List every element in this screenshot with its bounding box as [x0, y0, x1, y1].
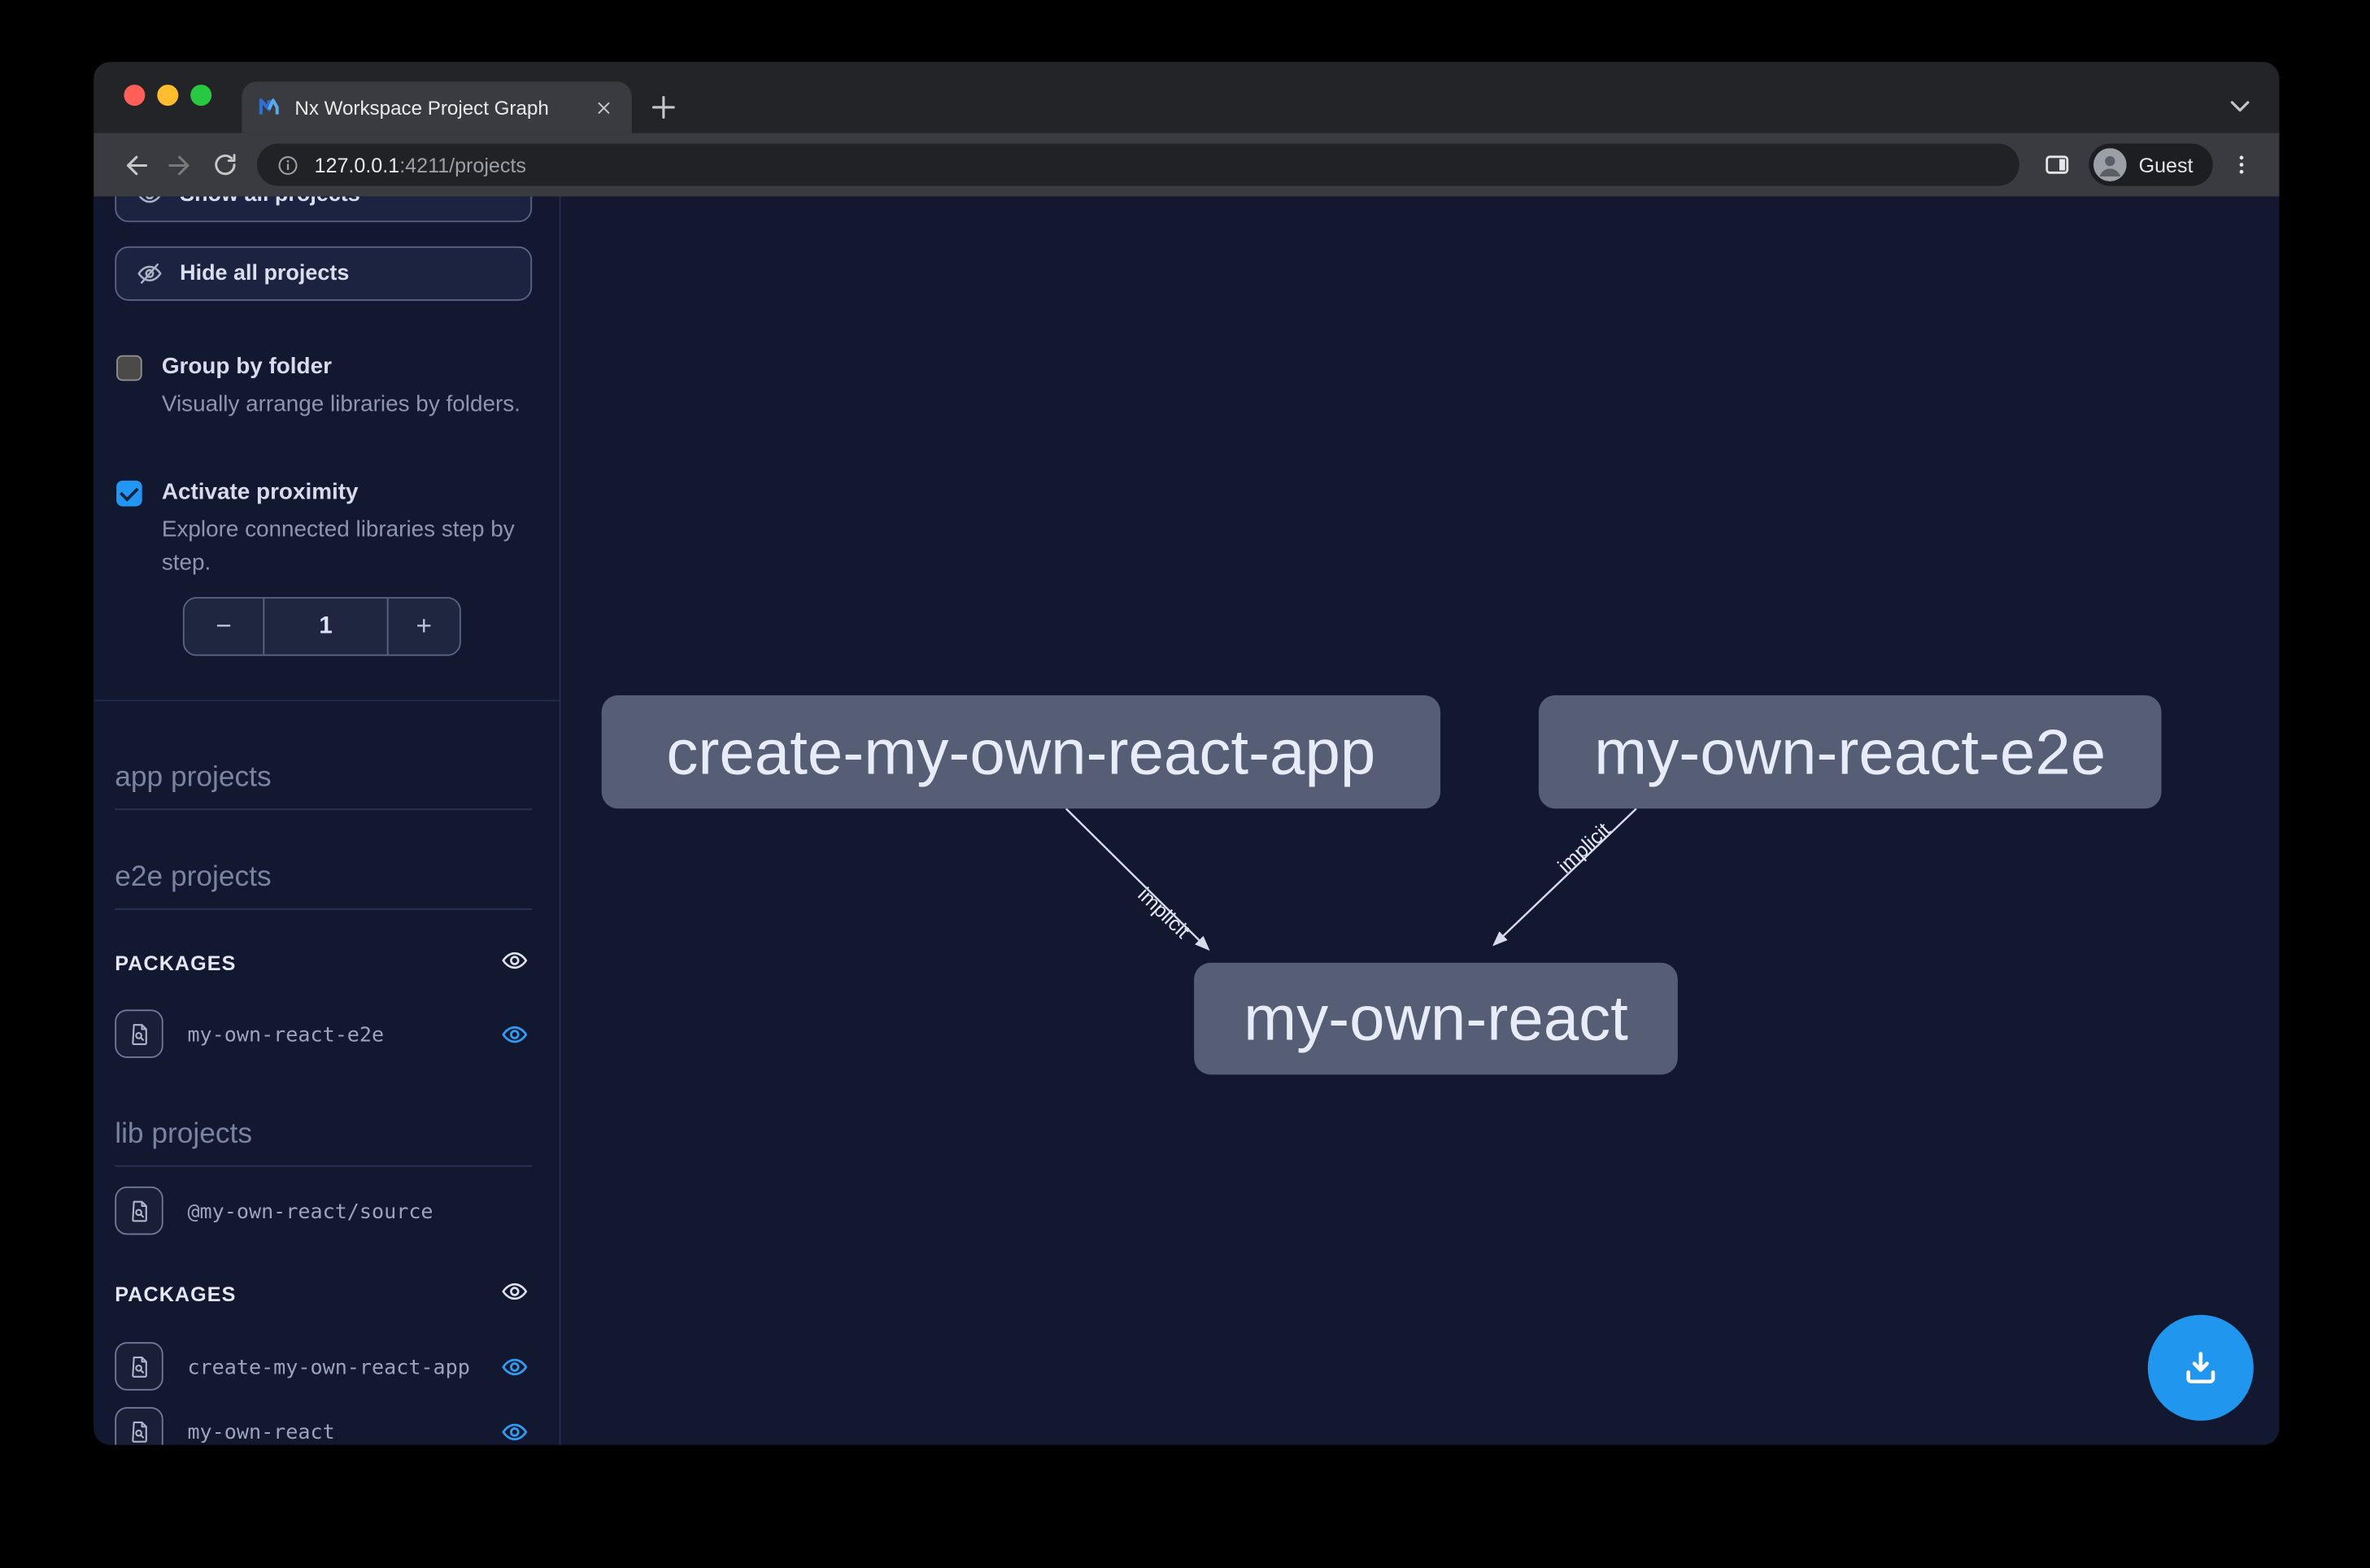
project-focus-button[interactable] [115, 1186, 163, 1235]
activate-proximity-checkbox[interactable] [116, 480, 142, 507]
menu-kebab-icon[interactable] [2222, 145, 2261, 184]
browser-toolbar: 127.0.0.1:4211/projects Guest [94, 133, 2280, 197]
side-panel-icon[interactable] [2034, 142, 2080, 188]
sidebar-divider [94, 699, 560, 702]
hide-all-projects-label: Hide all projects [180, 261, 350, 286]
tab-close-icon[interactable] [590, 94, 616, 120]
group-by-folder-label: Group by folder [161, 353, 332, 380]
packages-lib-visibility-toggle[interactable] [500, 1277, 529, 1305]
project-graph-canvas[interactable]: implicit implicit create-my-own-react-ap… [560, 197, 2279, 1445]
edge-implicit [1492, 808, 1637, 947]
new-tab-button[interactable] [648, 92, 678, 122]
nx-logo-icon [259, 98, 279, 115]
download-image-button[interactable] [2147, 1314, 2254, 1421]
traffic-lights [124, 85, 212, 107]
eye-icon [502, 952, 528, 969]
project-visibility-toggle[interactable] [500, 1020, 529, 1048]
file-search-icon [131, 1023, 146, 1045]
reload-button[interactable] [203, 142, 248, 188]
project-name[interactable]: create-my-own-react-app [187, 1355, 470, 1380]
profile-label: Guest [2138, 153, 2194, 176]
activate-proximity-description: Explore connected libraries step by step… [161, 516, 515, 577]
graph-node[interactable]: create-my-own-react-app [601, 695, 1441, 809]
proximity-stepper: − 1 + [182, 597, 461, 656]
show-all-projects-label: Show all projects [180, 197, 360, 207]
proximity-decrement-button[interactable]: − [185, 598, 265, 655]
window-close-button[interactable] [124, 85, 146, 107]
proximity-value[interactable]: 1 [319, 612, 333, 639]
project-name[interactable]: my-own-react [187, 1420, 335, 1445]
forward-button[interactable] [157, 142, 203, 188]
project-focus-button[interactable] [115, 1407, 163, 1445]
hide-all-projects-button[interactable]: Hide all projects [115, 246, 533, 301]
chevron-down-icon[interactable] [2226, 92, 2253, 119]
project-name[interactable]: @my-own-react/source [187, 1200, 433, 1225]
eye-icon [502, 1283, 528, 1300]
url-host: 127.0.0.1 [314, 153, 400, 176]
group-by-folder-checkbox[interactable] [116, 355, 142, 381]
project-focus-button[interactable] [115, 1009, 163, 1058]
info-icon[interactable] [277, 154, 299, 176]
packages-header-e2e: PACKAGES [115, 952, 237, 975]
url-path: :4211/projects [399, 153, 526, 176]
edge-implicit [1065, 808, 1210, 952]
tab-strip: Nx Workspace Project Graph [94, 62, 2280, 133]
sidebar: Show all projects Hide all projects Grou… [94, 196, 561, 1445]
graph-node[interactable]: my-own-react [1194, 962, 1678, 1075]
project-visibility-toggle[interactable] [500, 1352, 529, 1381]
url-text: 127.0.0.1:4211/projects [315, 154, 526, 176]
file-search-icon [131, 1421, 146, 1442]
download-icon [2186, 1352, 2215, 1384]
show-all-projects-button[interactable]: Show all projects [115, 196, 533, 223]
file-search-icon [131, 1356, 146, 1377]
eye-icon [502, 1423, 528, 1441]
browser-window: Nx Workspace Project Graph [94, 62, 2280, 1445]
graph-node[interactable]: my-own-react-e2e [1538, 695, 2162, 809]
section-app-projects: app projects [115, 762, 533, 811]
file-search-icon [131, 1200, 146, 1222]
page-content: Show all projects Hide all projects Grou… [94, 196, 2280, 1445]
profile-button[interactable]: Guest [2089, 143, 2213, 186]
eye-icon [502, 1358, 528, 1376]
eye-off-icon [137, 263, 162, 284]
eye-icon [502, 1026, 528, 1043]
project-focus-button[interactable] [115, 1342, 163, 1391]
project-visibility-toggle[interactable] [500, 1418, 529, 1444]
window-minimize-button[interactable] [157, 85, 179, 107]
group-by-folder-description: Visually arrange libraries by folders. [161, 391, 521, 417]
eye-icon [138, 196, 161, 203]
packages-header-lib: PACKAGES [115, 1283, 237, 1306]
activate-proximity-label: Activate proximity [161, 479, 359, 505]
address-bar[interactable]: 127.0.0.1:4211/projects [256, 143, 2019, 186]
browser-tab[interactable]: Nx Workspace Project Graph [242, 81, 632, 133]
back-button[interactable] [112, 142, 158, 188]
packages-e2e-visibility-toggle[interactable] [500, 946, 529, 974]
section-lib-projects: lib projects [115, 1118, 533, 1167]
avatar [2093, 148, 2127, 182]
check-icon [120, 482, 139, 502]
window-zoom-button[interactable] [190, 85, 212, 107]
graph-edges [1065, 808, 1637, 952]
section-e2e-projects: e2e projects [115, 861, 533, 910]
tab-title: Nx Workspace Project Graph [294, 96, 549, 119]
project-name[interactable]: my-own-react-e2e [187, 1023, 385, 1048]
proximity-increment-button[interactable]: + [386, 598, 460, 655]
